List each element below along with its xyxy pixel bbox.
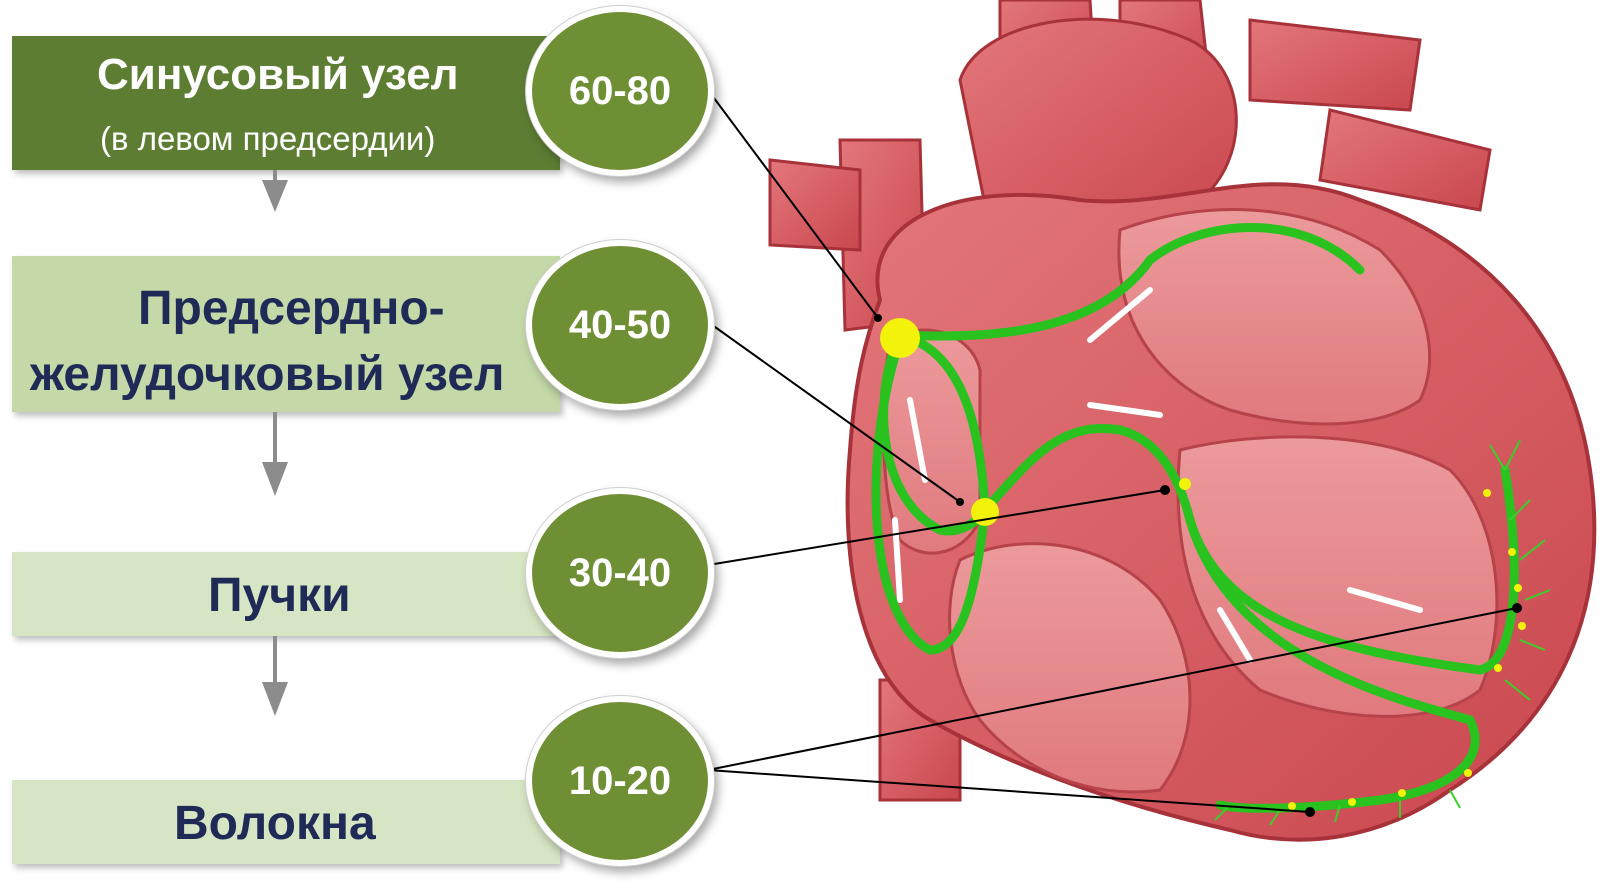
sinus-node-title: Синусовый узел [97, 50, 459, 100]
rate-badge-av: 40-50 [526, 240, 714, 410]
rate-value: 30-40 [569, 551, 671, 596]
arrow-down-2 [262, 412, 288, 496]
sinus-node-subtitle: (в левом предсердии) [100, 120, 435, 158]
fibers-title: Волокна [174, 796, 376, 851]
rate-badge-sinus: 60-80 [526, 6, 714, 176]
rate-badge-fibers: 10-20 [526, 696, 714, 866]
rate-badge-bundles: 30-40 [526, 488, 714, 658]
rate-value: 60-80 [569, 69, 671, 114]
bundles-title: Пучки [208, 568, 351, 623]
rate-value: 40-50 [569, 303, 671, 348]
rate-value: 10-20 [569, 759, 671, 804]
sinus-node [880, 318, 920, 358]
arrow-down-1 [262, 170, 288, 212]
av-node-title: Предсердно-желудочковый узел [30, 276, 530, 408]
arrow-down-3 [262, 636, 288, 716]
